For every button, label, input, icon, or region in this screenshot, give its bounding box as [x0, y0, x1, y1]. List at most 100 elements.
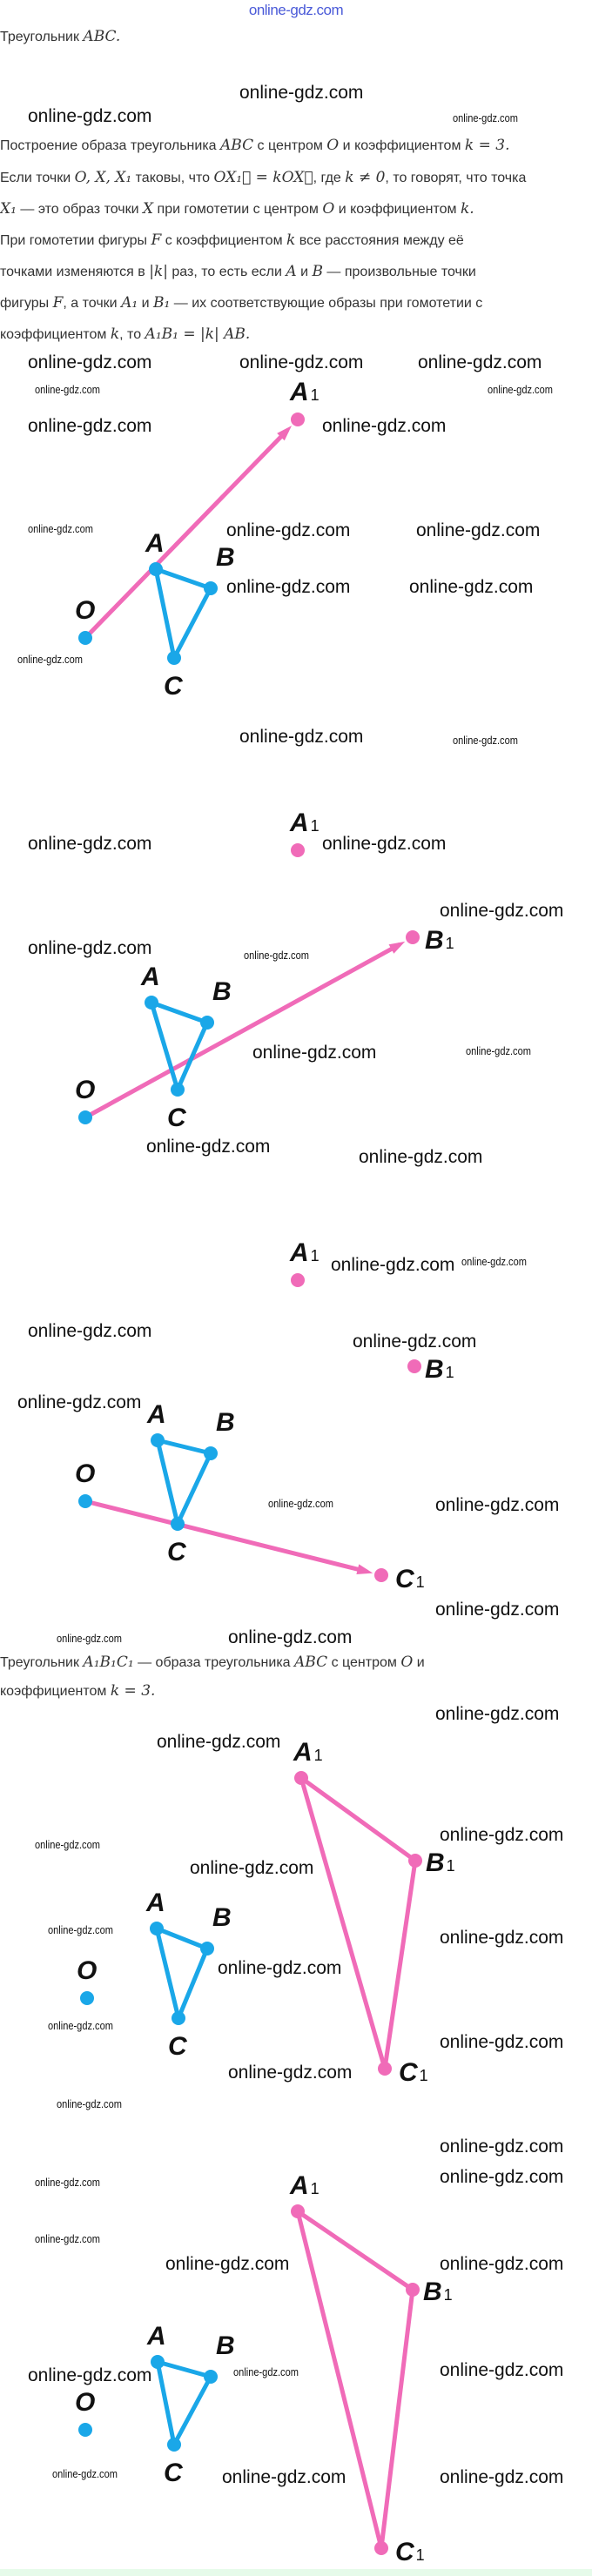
point-b — [200, 1942, 214, 1955]
text-fragment: Построение образа треугольника — [0, 138, 221, 153]
triangle-side-bc — [176, 1946, 210, 2021]
watermark: online-gdz.com — [244, 949, 309, 962]
triangle-side-bc — [175, 1451, 213, 1526]
math-expression: k = 3. — [110, 1682, 156, 1700]
math-expression: X₁ — [0, 200, 17, 218]
arrow-head-icon — [388, 941, 406, 954]
subscript: 1 — [314, 1747, 323, 1764]
point-b1 — [408, 1854, 422, 1868]
point-label-c: C — [167, 1538, 187, 1566]
math-expression: F — [52, 294, 64, 312]
point-c1 — [378, 2062, 392, 2076]
triangle-side-ab — [149, 1000, 210, 1025]
point-label-c: C — [164, 672, 184, 701]
point-b — [204, 581, 218, 595]
text-fragment: Если точки — [0, 171, 75, 185]
text-fragment: и коэффициентом — [339, 138, 465, 153]
watermark: online-gdz.com — [226, 520, 351, 540]
text-fragment: Треугольник — [0, 30, 84, 44]
math-expression: A₁B₁ = |k| AB. — [145, 325, 251, 343]
watermark: online-gdz.com — [322, 416, 447, 436]
point-c1 — [374, 1568, 388, 1582]
watermark: online-gdz.com — [226, 577, 351, 597]
text-fragment: коэффициентом — [0, 327, 111, 342]
text-fragment: и — [413, 1655, 425, 1670]
point-label-o: O — [77, 1956, 97, 1985]
watermark: online-gdz.com — [28, 416, 152, 436]
watermark: online-gdz.com — [146, 1137, 271, 1157]
point-label-c: C — [167, 1104, 187, 1132]
math-expression: ABC. — [83, 28, 121, 45]
math-expression: |k| — [149, 263, 168, 280]
watermark: online-gdz.com — [239, 727, 364, 747]
watermark: online-gdz.com — [440, 901, 564, 921]
watermark: online-gdz.com — [28, 1321, 152, 1341]
math-expression: O — [322, 200, 335, 218]
point-a1 — [291, 413, 305, 426]
math-expression: k. — [460, 200, 474, 218]
watermark: online-gdz.com — [28, 352, 152, 372]
point-label-a: A — [146, 2322, 166, 2351]
triangle-side-ca — [149, 1000, 180, 1092]
point-label-b: B — [212, 1903, 232, 1932]
text-fragment: все расстояния между её — [295, 233, 464, 248]
ray-o-b1 — [83, 943, 401, 1120]
text-fragment: с центром — [327, 1655, 401, 1670]
watermark: online-gdz.com — [239, 83, 364, 103]
watermark: online-gdz.com — [52, 2467, 118, 2480]
point-a — [151, 1433, 165, 1447]
math-expression: O — [400, 1654, 414, 1671]
math-expression: A₁ — [121, 294, 138, 312]
math-expression: O — [326, 137, 340, 154]
watermark: online-gdz.com — [453, 734, 518, 747]
triangle-side-ab — [154, 1926, 210, 1951]
text-fragment: точками изменяются в — [0, 265, 150, 279]
watermark: online-gdz.com — [157, 1732, 281, 1752]
watermark: online-gdz.com — [488, 383, 553, 396]
watermark: online-gdz.com — [228, 1627, 353, 1647]
text-fragment: таковы, что — [131, 171, 214, 185]
math-expression: ABC — [294, 1654, 328, 1671]
text-fragment: с коэффициентом — [161, 233, 287, 248]
watermark: online-gdz.com — [35, 2176, 100, 2189]
text-line: фигуры F, а точки A₁ и B₁ — их соответст… — [0, 294, 482, 312]
watermark: online-gdz.com — [440, 1825, 564, 1845]
watermark: online-gdz.com — [466, 1044, 531, 1057]
point-label-c: C — [168, 2032, 188, 2061]
text-fragment: — их соответствующие образы при гомотети… — [170, 296, 483, 311]
point-c1 — [374, 2541, 388, 2555]
point-b — [204, 2370, 218, 2384]
point-label-o: O — [75, 596, 95, 625]
subscript: 1 — [416, 1573, 425, 1591]
text-line: Построение образа треугольника ABC с цен… — [0, 137, 509, 154]
point-label-a: A — [146, 1400, 166, 1429]
site-logo[interactable]: online-gdz.com — [248, 2, 344, 18]
math-expression: B — [312, 263, 323, 280]
point-b1 — [407, 1359, 421, 1373]
point-c — [171, 1083, 185, 1097]
watermark: online-gdz.com — [48, 2019, 113, 2032]
watermark: online-gdz.com — [228, 2063, 353, 2083]
point-c — [167, 2438, 181, 2452]
text-fragment: Треугольник — [0, 1655, 84, 1670]
point-label-a: A — [145, 529, 165, 558]
subscript: 1 — [311, 817, 320, 835]
text-fragment: При гомотетии фигуры — [0, 233, 151, 248]
subscript: 1 — [416, 2546, 425, 2564]
point-a1 — [294, 1771, 308, 1785]
watermark: online-gdz.com — [35, 1838, 100, 1851]
math-expression: F — [151, 231, 162, 249]
watermark: online-gdz.com — [28, 522, 93, 535]
watermark: online-gdz.com — [28, 106, 152, 126]
text-fragment: коэффициентом — [0, 1684, 111, 1699]
watermark: online-gdz.com — [35, 383, 100, 396]
triangle-side-bc — [175, 1020, 210, 1092]
